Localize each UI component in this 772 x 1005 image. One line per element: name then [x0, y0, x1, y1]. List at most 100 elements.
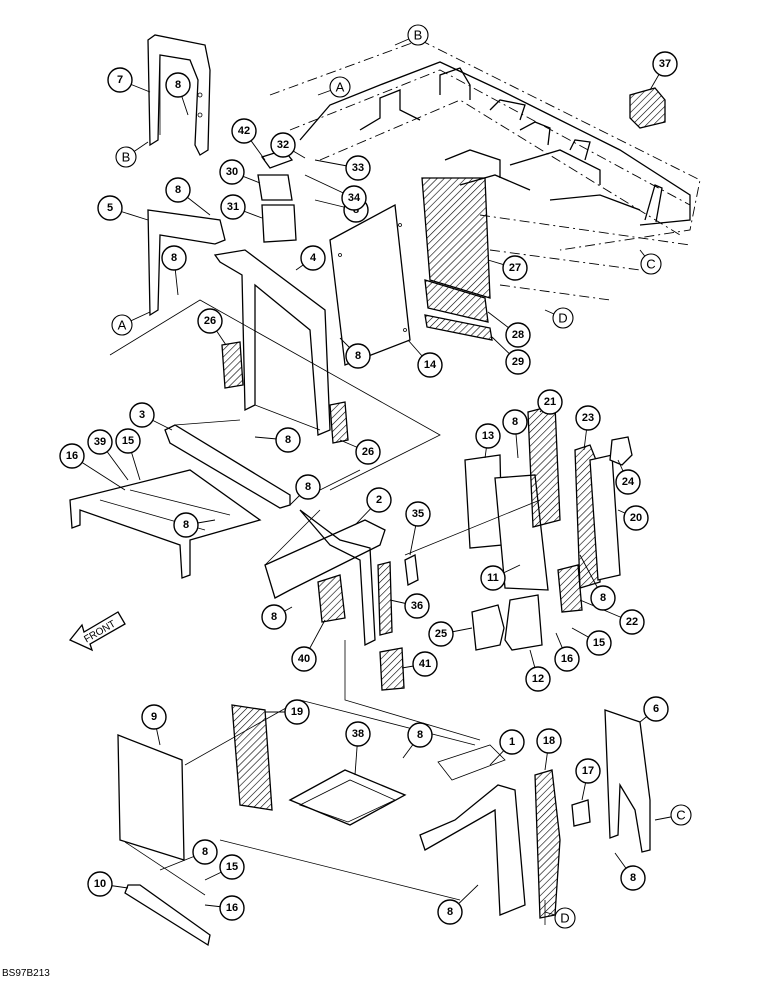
callout-39: 39: [87, 429, 113, 455]
part-12-bracket: [504, 594, 543, 651]
callout-circle: [129, 402, 155, 428]
callout-circle: [575, 758, 601, 784]
callout-number: 8: [183, 519, 189, 531]
callout-circle: [345, 155, 371, 181]
callout-number: 8: [285, 434, 291, 446]
callout-24: 24: [615, 469, 641, 495]
part-7-bracket: [147, 34, 211, 156]
part-39-base-frame: [69, 469, 262, 579]
callout-circle: [366, 487, 392, 513]
callout-22: 22: [619, 609, 645, 635]
callout-6: 6: [643, 696, 669, 722]
callout-circle: [345, 721, 371, 747]
callout-8: 8: [437, 899, 463, 925]
part-20-plate: [589, 454, 621, 581]
callout-circle: [291, 646, 317, 672]
callout-37: 37: [652, 51, 678, 77]
part-4-frame: [213, 249, 331, 436]
callout-circle: [505, 349, 531, 375]
callout-20: 20: [623, 505, 649, 531]
callout-number: 9: [151, 711, 157, 723]
callout-number: 6: [653, 703, 659, 715]
part-14-cover: [329, 203, 411, 366]
part-25-block: [471, 604, 505, 651]
callout-circle: [115, 428, 141, 454]
callout-number: 8: [355, 350, 361, 362]
callout-27: 27: [502, 255, 528, 281]
callout-41: 41: [412, 651, 438, 677]
callout-number: 16: [66, 450, 78, 462]
callout-circle: [643, 696, 669, 722]
callout-2: 2: [366, 487, 392, 513]
callout-circle: [525, 666, 551, 692]
part-26-pad-b: [329, 401, 349, 444]
letter-ref-D: D: [554, 907, 576, 929]
callout-4: 4: [300, 245, 326, 271]
letter-circle: [670, 804, 692, 826]
callout-circle: [192, 839, 218, 865]
part-22-pad: [557, 564, 583, 613]
callout-number: 26: [362, 446, 374, 458]
callout-19: 19: [284, 699, 310, 725]
letter-ref-D: D: [552, 307, 574, 329]
callout-circle: [536, 728, 562, 754]
callout-circle: [219, 854, 245, 880]
callout-number: 42: [238, 125, 250, 137]
callout-8: 8: [161, 245, 187, 271]
callout-number: 30: [226, 166, 238, 178]
callout-circle: [475, 423, 501, 449]
callout-number: 8: [175, 184, 181, 196]
callout-circle: [586, 630, 612, 656]
callout-circle: [295, 474, 321, 500]
letter-circle: [115, 146, 137, 168]
callout-31: 31: [220, 194, 246, 220]
callout-number: 16: [561, 653, 573, 665]
callout-number: 4: [310, 252, 317, 264]
callout-21: 21: [537, 389, 563, 415]
callout-number: 18: [543, 735, 555, 747]
part-9-plate: [117, 734, 185, 861]
callout-circle: [97, 195, 123, 221]
figure-reference: BS97B213: [2, 968, 50, 979]
part-21-pad: [527, 404, 561, 528]
callout-30: 30: [219, 159, 245, 185]
letter-label: C: [676, 808, 685, 823]
callout-8: 8: [165, 72, 191, 98]
callout-42: 42: [231, 118, 257, 144]
callout-circle: [59, 443, 85, 469]
part-13-plate: [464, 454, 503, 549]
callout-number: 36: [411, 600, 423, 612]
callout-16: 16: [554, 646, 580, 672]
callout-circle: [619, 609, 645, 635]
callout-number: 12: [532, 673, 544, 685]
callout-number: 34: [348, 192, 361, 204]
callout-circle: [173, 512, 199, 538]
callout-circle: [197, 308, 223, 334]
callout-11: 11: [480, 565, 506, 591]
callout-number: 7: [117, 74, 123, 86]
callout-circle: [407, 722, 433, 748]
front-arrow: FRONT: [68, 611, 126, 652]
callout-circle: [261, 604, 287, 630]
callout-36: 36: [404, 593, 430, 619]
part-26-pad-a: [221, 341, 244, 389]
callout-15: 15: [586, 630, 612, 656]
upper-frame: [269, 39, 701, 301]
callout-number: 15: [226, 861, 238, 873]
callout-number: 21: [544, 396, 556, 408]
callout-23: 23: [575, 405, 601, 431]
part-28-pad: [424, 279, 489, 323]
part-5-bracket: [147, 209, 226, 317]
letter-label: B: [122, 150, 131, 165]
callout-circle: [355, 439, 381, 465]
letter-circle: [554, 907, 576, 929]
part-10-strip: [124, 884, 211, 947]
callout-number: 13: [482, 430, 494, 442]
callout-circle: [417, 352, 443, 378]
part-31-bracket: [261, 204, 297, 243]
callout-28: 28: [505, 322, 531, 348]
callout-circle: [219, 159, 245, 185]
callout-circle: [165, 177, 191, 203]
callout-number: 8: [512, 416, 518, 428]
